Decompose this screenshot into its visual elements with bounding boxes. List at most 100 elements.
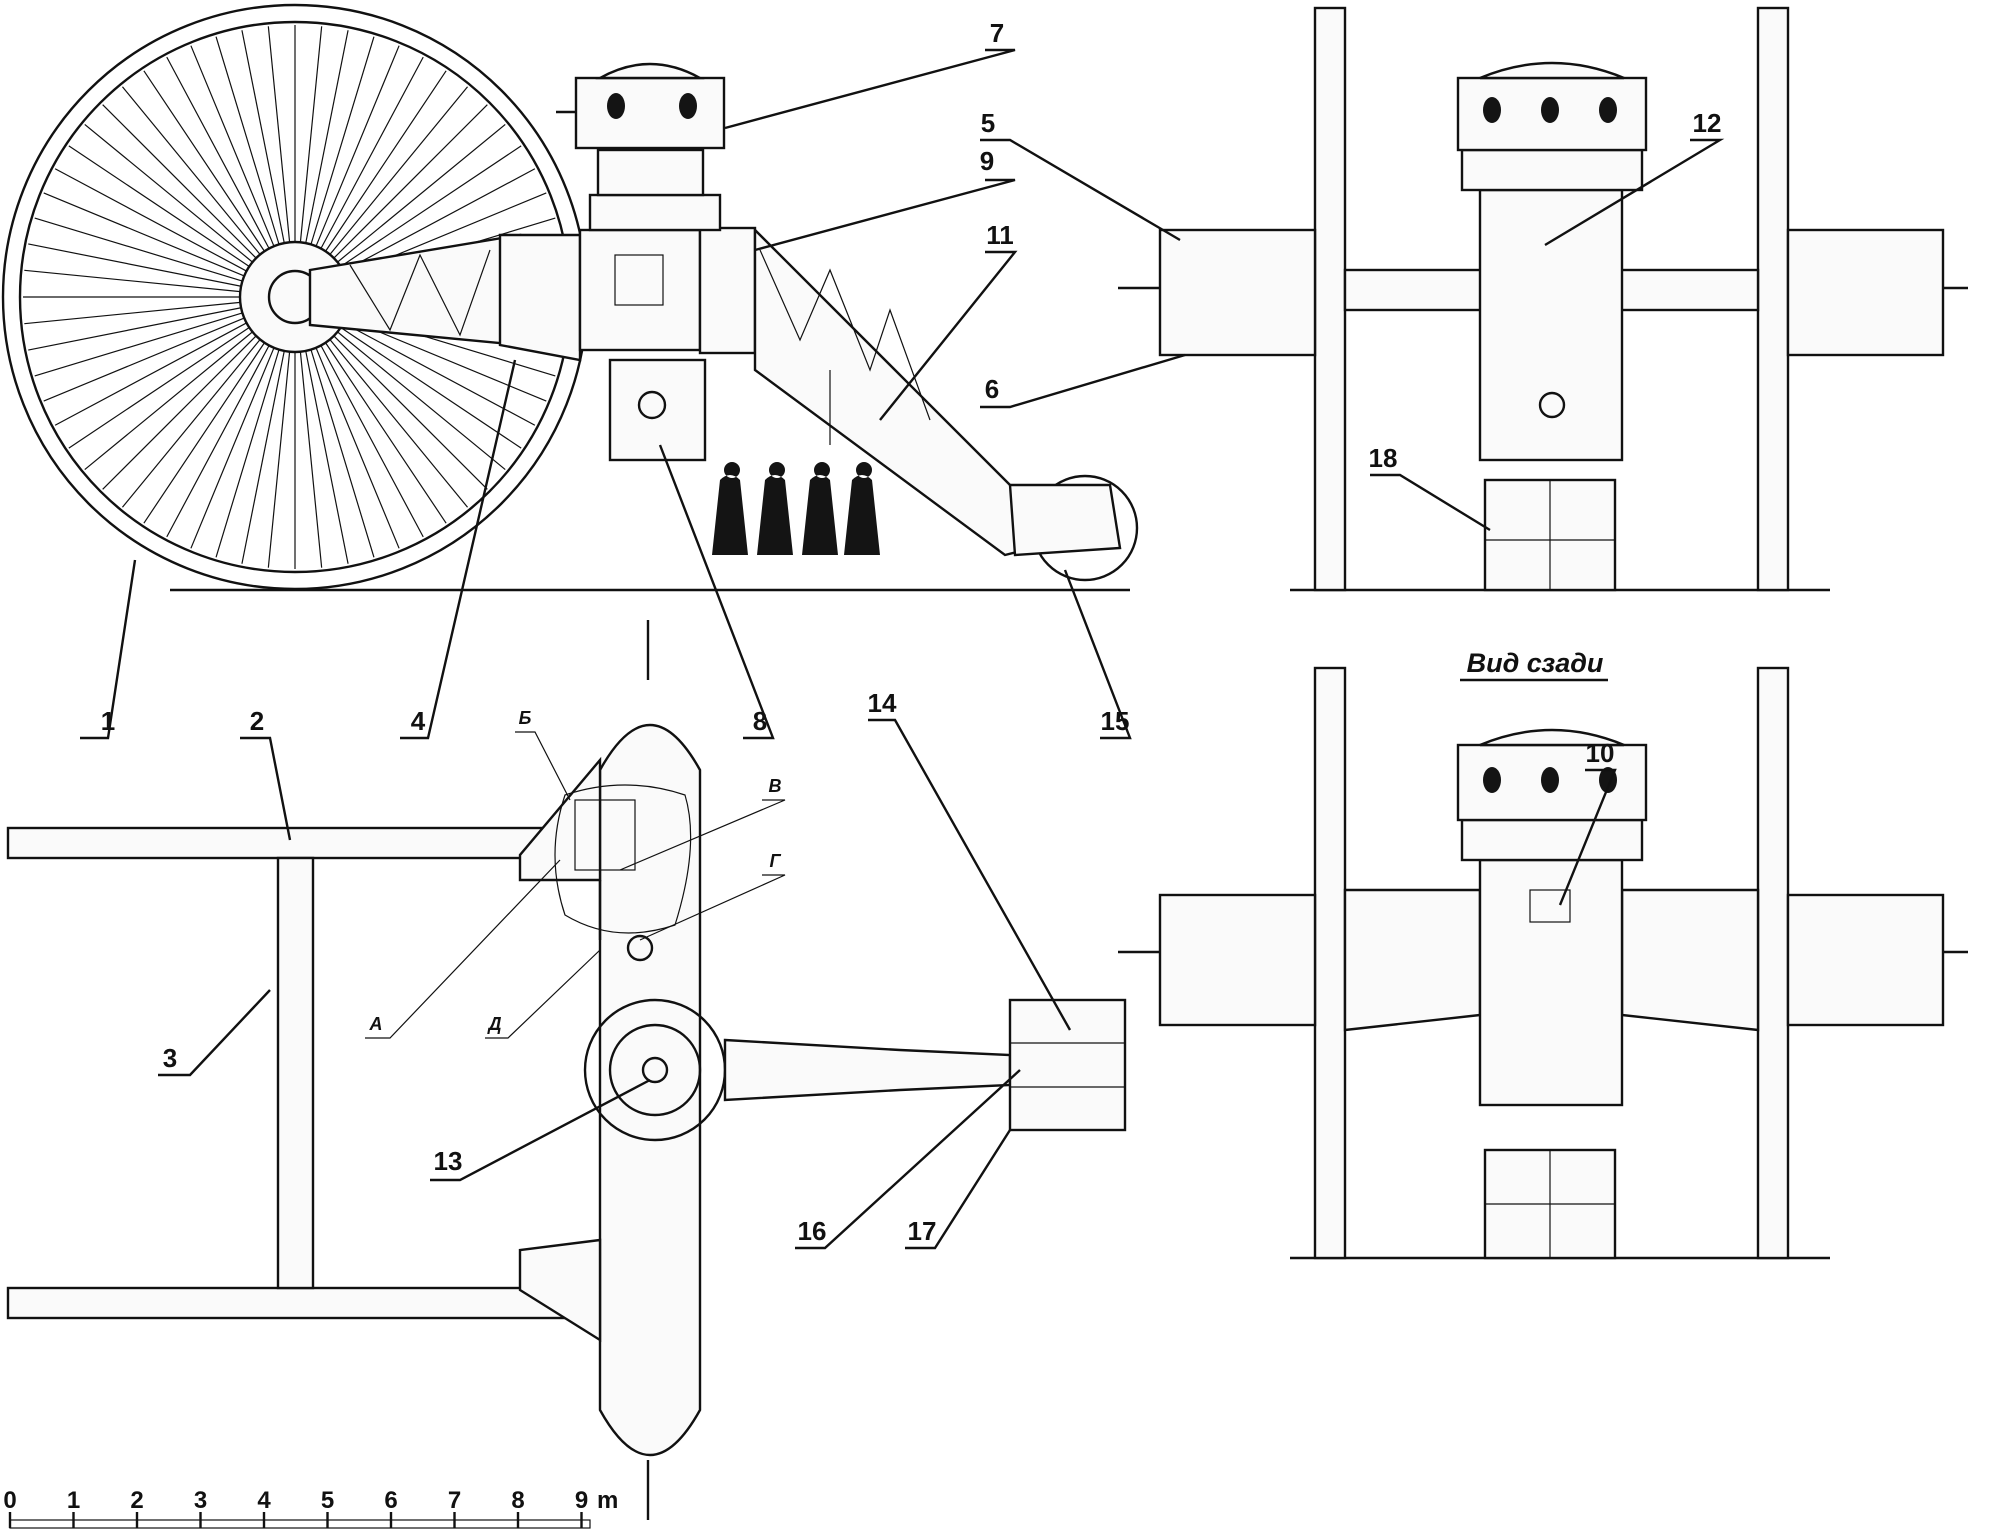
wheel-spoke	[333, 335, 488, 490]
wheel-spoke	[305, 350, 349, 564]
front-wheel-right	[1756, 6, 1790, 592]
wheel-spoke	[102, 104, 257, 259]
wheel-spoke	[299, 26, 323, 243]
tail-roller-side	[1008, 474, 1139, 582]
wheel-spoke	[340, 327, 522, 449]
wheel-spoke	[299, 351, 323, 568]
callout-12: 12	[1693, 108, 1722, 138]
wheel-spoke	[68, 327, 250, 449]
wheel-spoke	[310, 36, 375, 245]
letter-v: В	[769, 776, 782, 796]
callout-17: 17	[908, 1216, 937, 1246]
hull-side	[578, 193, 757, 462]
front-view	[1118, 6, 1968, 592]
wheel-spoke	[84, 331, 253, 471]
wheel-arm-truss	[308, 233, 582, 362]
scale-tick-label: 9	[575, 1487, 588, 1514]
wheel-spoke	[54, 322, 247, 426]
wheel-spoke	[84, 123, 253, 263]
plan-wheel-bottom	[6, 1286, 590, 1320]
wheel-spoke	[54, 168, 247, 272]
wheel-spoke	[68, 145, 250, 267]
scale-tick-label: 5	[321, 1487, 334, 1514]
plan-tail-roller	[1008, 998, 1127, 1132]
wheel-spoke	[329, 86, 469, 255]
wheel-spoke	[241, 350, 285, 564]
letter-g: Г	[769, 851, 781, 871]
wheel-spoke	[28, 243, 242, 287]
callout-10: 10	[1586, 738, 1615, 768]
callout-1: 1	[101, 706, 115, 736]
scale-tick-label: 7	[448, 1487, 461, 1514]
wheel-spoke	[34, 217, 243, 282]
rear-view: Вид сзади	[1118, 648, 1968, 1260]
wheel-spoke	[333, 104, 488, 259]
callout-16: 16	[798, 1216, 827, 1246]
callout-4: 4	[411, 706, 426, 736]
wheel-spoke	[340, 145, 522, 267]
wheel-spoke	[143, 70, 265, 252]
wheel-spoke	[190, 347, 275, 549]
scale-tick-label: 2	[130, 1487, 143, 1514]
scale-unit: m	[597, 1487, 618, 1514]
scale-tick-label: 0	[3, 1487, 16, 1514]
letter-b: Б	[519, 708, 532, 728]
plan-view	[6, 620, 1127, 1520]
letter-d: Д	[487, 1014, 502, 1034]
callout-15: 15	[1101, 706, 1130, 736]
wheel-spoke	[305, 30, 349, 244]
callout-3: 3	[163, 1043, 177, 1073]
wheel-spoke	[28, 307, 242, 351]
callout-2: 2	[250, 706, 264, 736]
callout-9: 9	[980, 146, 994, 176]
rear-tail-roller	[1483, 1148, 1617, 1260]
letter-a: А	[369, 1014, 383, 1034]
plan-wheel-top	[6, 826, 555, 860]
wheel-spoke	[315, 45, 400, 247]
wheel-spoke	[43, 192, 245, 277]
rear-wheel-right	[1756, 666, 1790, 1260]
wheel-spoke	[215, 349, 280, 558]
rear-hull	[1118, 728, 1968, 1107]
wheel-spoke	[310, 349, 375, 558]
wheel-spoke	[320, 56, 424, 249]
wheel-spoke	[241, 30, 285, 244]
plan-gear-mechanism	[554, 784, 692, 962]
wheel-spoke	[337, 331, 506, 471]
scale-tick-label: 1	[67, 1487, 80, 1514]
wheel-spoke	[43, 317, 245, 402]
wheel-spoke	[24, 301, 241, 325]
side-view	[1, 3, 1139, 592]
callout-8: 8	[753, 706, 767, 736]
callout-18: 18	[1369, 443, 1398, 473]
callout-6: 6	[985, 374, 999, 404]
wheel-spoke	[190, 45, 275, 247]
wheel-spoke	[24, 269, 241, 293]
wheel-spoke	[166, 56, 270, 249]
wheel-spoke	[325, 342, 447, 524]
wheel-spoke	[166, 345, 270, 538]
scale-tick-label: 4	[257, 1487, 271, 1514]
callout-13: 13	[434, 1146, 463, 1176]
callout-14: 14	[868, 688, 897, 718]
callout-11: 11	[986, 220, 1014, 250]
rear-view-caption: Вид сзади	[1467, 648, 1604, 678]
wheel-spoke	[215, 36, 280, 245]
wheel-spoke	[329, 339, 469, 508]
callout-7: 7	[990, 18, 1004, 48]
wheel-spoke	[121, 339, 261, 508]
scale-tick-label: 8	[511, 1487, 524, 1514]
wheel-spoke	[34, 312, 243, 377]
rear-wheel-left	[1313, 666, 1347, 1260]
wheel-spoke	[121, 86, 261, 255]
turret-side	[556, 62, 726, 197]
front-wheel-left	[1313, 6, 1347, 592]
wheel-spoke	[267, 351, 291, 568]
plan-axle	[276, 856, 315, 1290]
scale-tick-label: 6	[384, 1487, 397, 1514]
front-hull	[1118, 61, 1968, 462]
wheel-spoke	[102, 335, 257, 490]
wheel-spoke	[343, 168, 536, 272]
